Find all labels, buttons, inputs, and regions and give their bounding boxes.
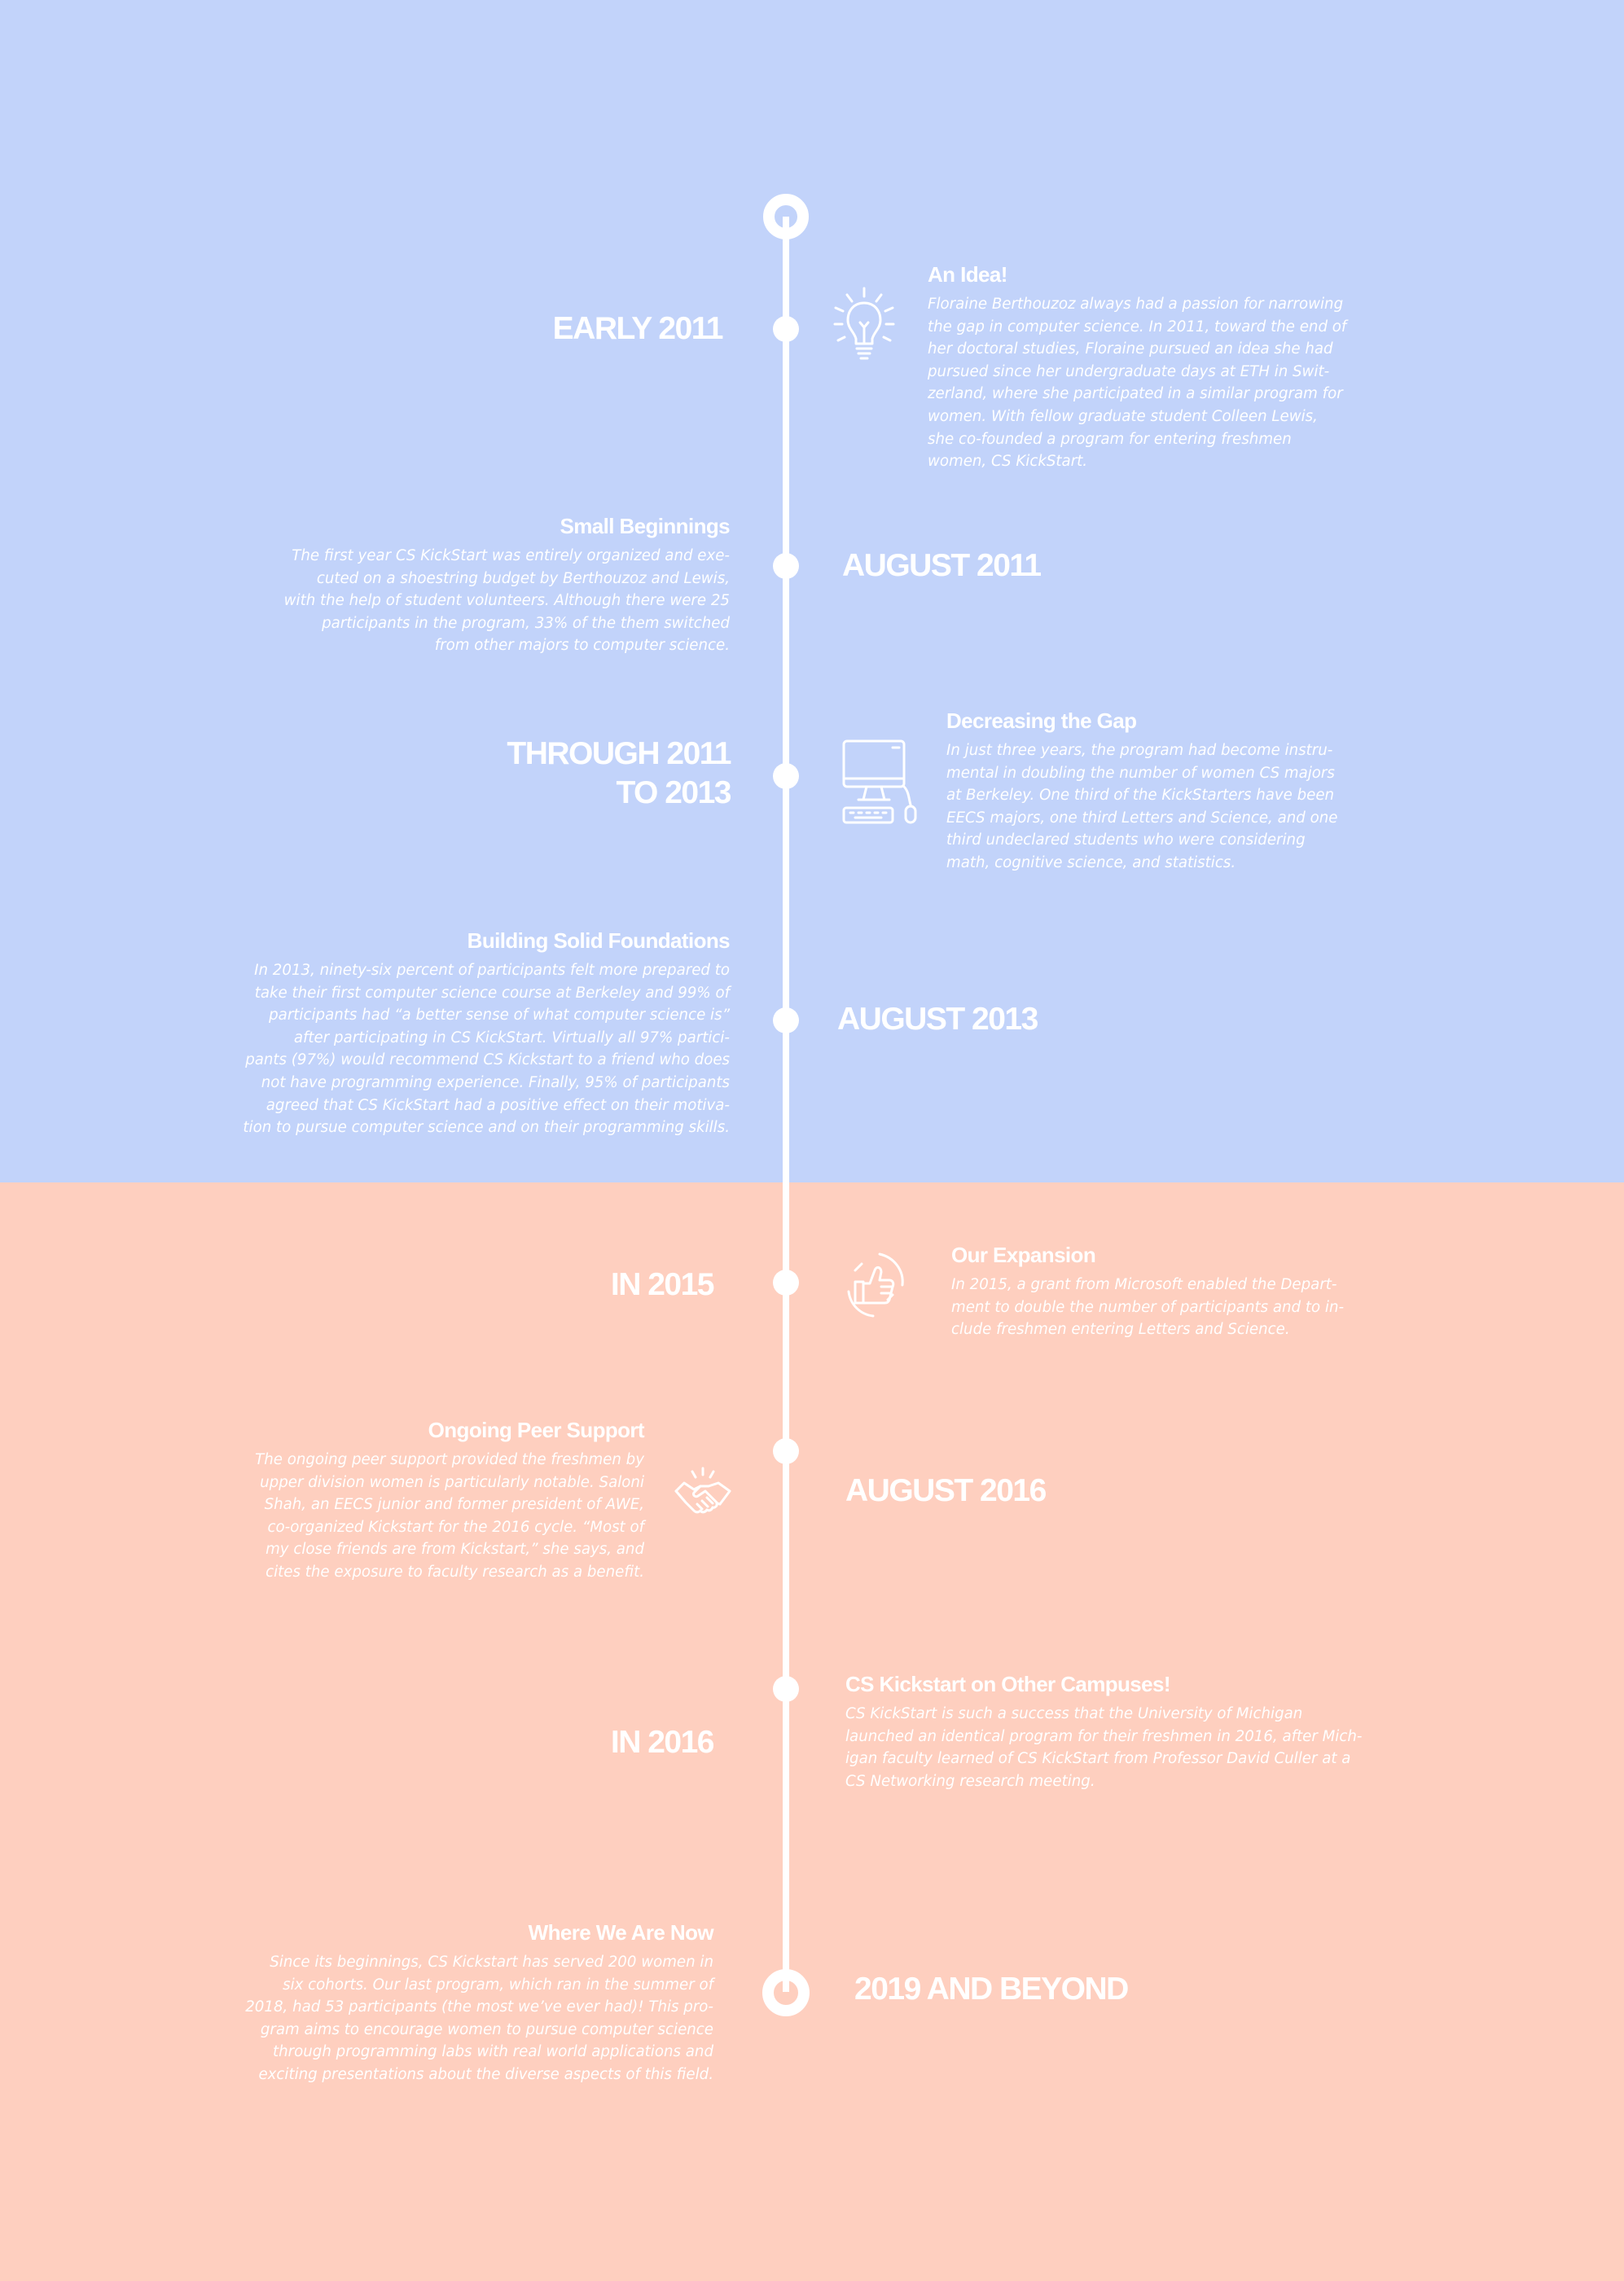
timeline-end-ring bbox=[762, 1969, 810, 2016]
milestone-title: Small Beginnings bbox=[560, 514, 730, 538]
milestone-entry: Ongoing Peer Support The ongoing peer su… bbox=[255, 1417, 644, 1584]
milestone-body: The first year CS KickStart was entirely… bbox=[283, 547, 730, 655]
timeline-dot bbox=[773, 1007, 799, 1033]
top-background bbox=[0, 0, 1624, 1182]
milestone-entry: An Idea! Floraine Berthouzoz always had … bbox=[928, 261, 1346, 473]
milestone-title: Building Solid Foundations bbox=[467, 928, 731, 953]
milestone-date-line: THROUGH 2011 bbox=[507, 736, 731, 771]
milestone-body: Since its beginnings, CS Kickstart has s… bbox=[245, 1954, 713, 2083]
milestone-body: In 2013, ninety-six percent of participa… bbox=[243, 962, 730, 1137]
timeline-dot bbox=[773, 1438, 799, 1464]
milestone-title: Ongoing Peer Support bbox=[428, 1418, 645, 1442]
timeline-spine bbox=[783, 217, 789, 1992]
milestone-title: An Idea! bbox=[928, 262, 1007, 287]
milestone-date: IN 2016 bbox=[610, 1725, 715, 1760]
milestone-title: CS Kickstart on Other Campuses! bbox=[845, 1672, 1171, 1696]
desktop-computer-icon bbox=[839, 738, 920, 829]
milestone-date: AUGUST 2013 bbox=[837, 1002, 1038, 1037]
milestone-date: EARLY 2011 bbox=[552, 311, 724, 346]
milestone-entry: Where We Are Now Since its beginnings, C… bbox=[245, 1919, 713, 2086]
milestone-entry: CS Kickstart on Other Campuses! CS KickS… bbox=[845, 1671, 1362, 1792]
milestone-title: Where We Are Now bbox=[528, 1920, 714, 1945]
milestone-date: AUGUST 2011 bbox=[842, 548, 1042, 583]
thumbs-up-icon bbox=[842, 1251, 907, 1319]
timeline-dot bbox=[773, 1270, 799, 1296]
milestone-body: In just three years, the program had bec… bbox=[946, 742, 1338, 871]
handshake-icon bbox=[673, 1465, 733, 1520]
milestone-body: The ongoing peer support provided the fr… bbox=[255, 1451, 644, 1581]
timeline-dot bbox=[773, 763, 799, 789]
milestone-entry: Small Beginnings The first year CS KickS… bbox=[283, 513, 731, 657]
milestone-entry: Our Expansion In 2015, a grant from Micr… bbox=[951, 1242, 1344, 1341]
milestone-body: In 2015, a grant from Microsoft enabled … bbox=[951, 1276, 1345, 1339]
timeline-dot bbox=[773, 1676, 799, 1702]
milestone-entry: Decreasing the Gap In just three years, … bbox=[946, 708, 1337, 875]
timeline-start-ring bbox=[763, 194, 809, 239]
lightbulb-icon bbox=[829, 285, 899, 363]
bottom-background bbox=[0, 1182, 1624, 2281]
milestone-entry: Building Solid Foundations In 2013, nine… bbox=[243, 928, 730, 1139]
milestone-body: Floraine Berthouzoz always had a passion… bbox=[928, 296, 1347, 471]
milestone-date: 2019 AND BEYOND bbox=[854, 1972, 1129, 2007]
milestone-date: IN 2015 bbox=[610, 1267, 715, 1302]
milestone-title: Our Expansion bbox=[951, 1243, 1096, 1267]
milestone-date-line: TO 2013 bbox=[616, 775, 731, 810]
timeline-dot bbox=[773, 553, 799, 579]
milestone-title: Decreasing the Gap bbox=[946, 708, 1137, 733]
milestone-date: AUGUST 2016 bbox=[845, 1473, 1047, 1508]
milestone-date: THROUGH 2011 TO 2013 bbox=[507, 735, 731, 813]
milestone-body: CS KickStart is such a success that the … bbox=[845, 1705, 1363, 1790]
timeline-dot bbox=[773, 316, 799, 342]
